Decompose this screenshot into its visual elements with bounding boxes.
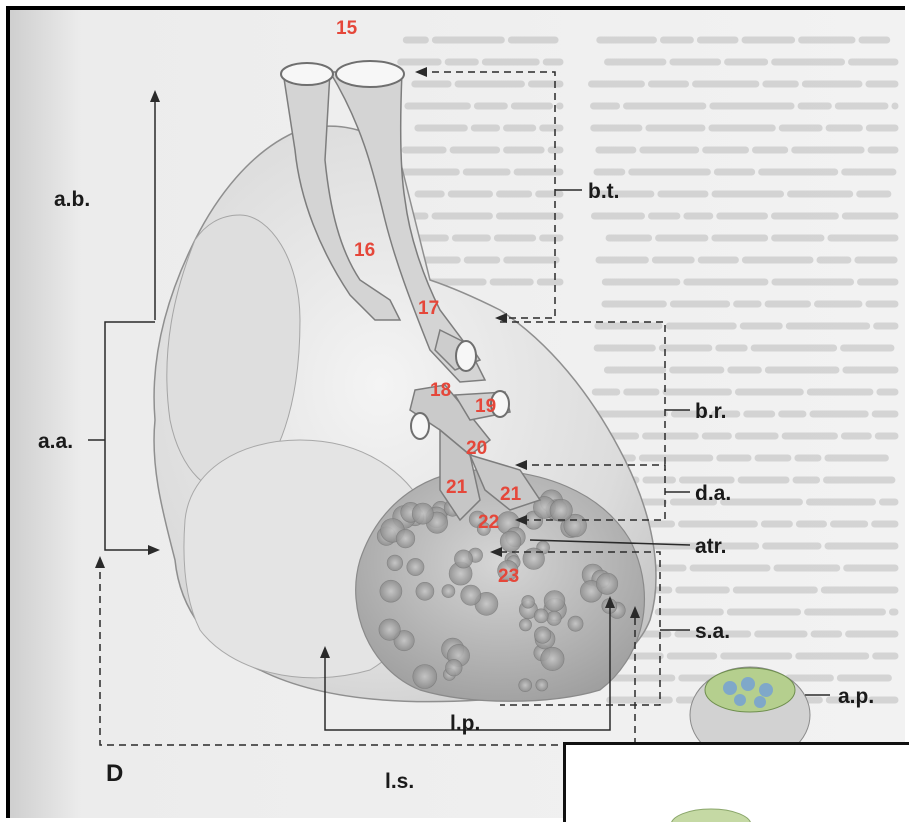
inset-figure [566,745,909,822]
label-atr: atr. [695,535,727,559]
inset-panel [563,742,909,822]
label-br: b.r. [695,400,727,424]
number-18: 18 [430,380,451,402]
number-22: 22 [478,512,499,534]
label-ab: a.b. [54,188,90,212]
number-20: 20 [466,438,487,460]
number-15: 15 [336,18,357,40]
number-21-left: 21 [446,477,467,499]
panel-letter: D [106,760,123,788]
number-19: 19 [475,396,496,418]
label-sa: s.a. [695,620,730,644]
number-16: 16 [354,240,375,262]
label-ls: l.s. [385,770,414,794]
label-bt: b.t. [588,180,620,204]
label-ap: a.p. [838,685,874,709]
number-23: 23 [498,566,519,588]
panel-frame [6,6,905,818]
label-lp: l.p. [450,712,480,736]
label-aa: a.a. [38,430,73,454]
number-21-right: 21 [500,484,521,506]
number-17: 17 [418,298,439,320]
label-da: d.a. [695,482,731,506]
